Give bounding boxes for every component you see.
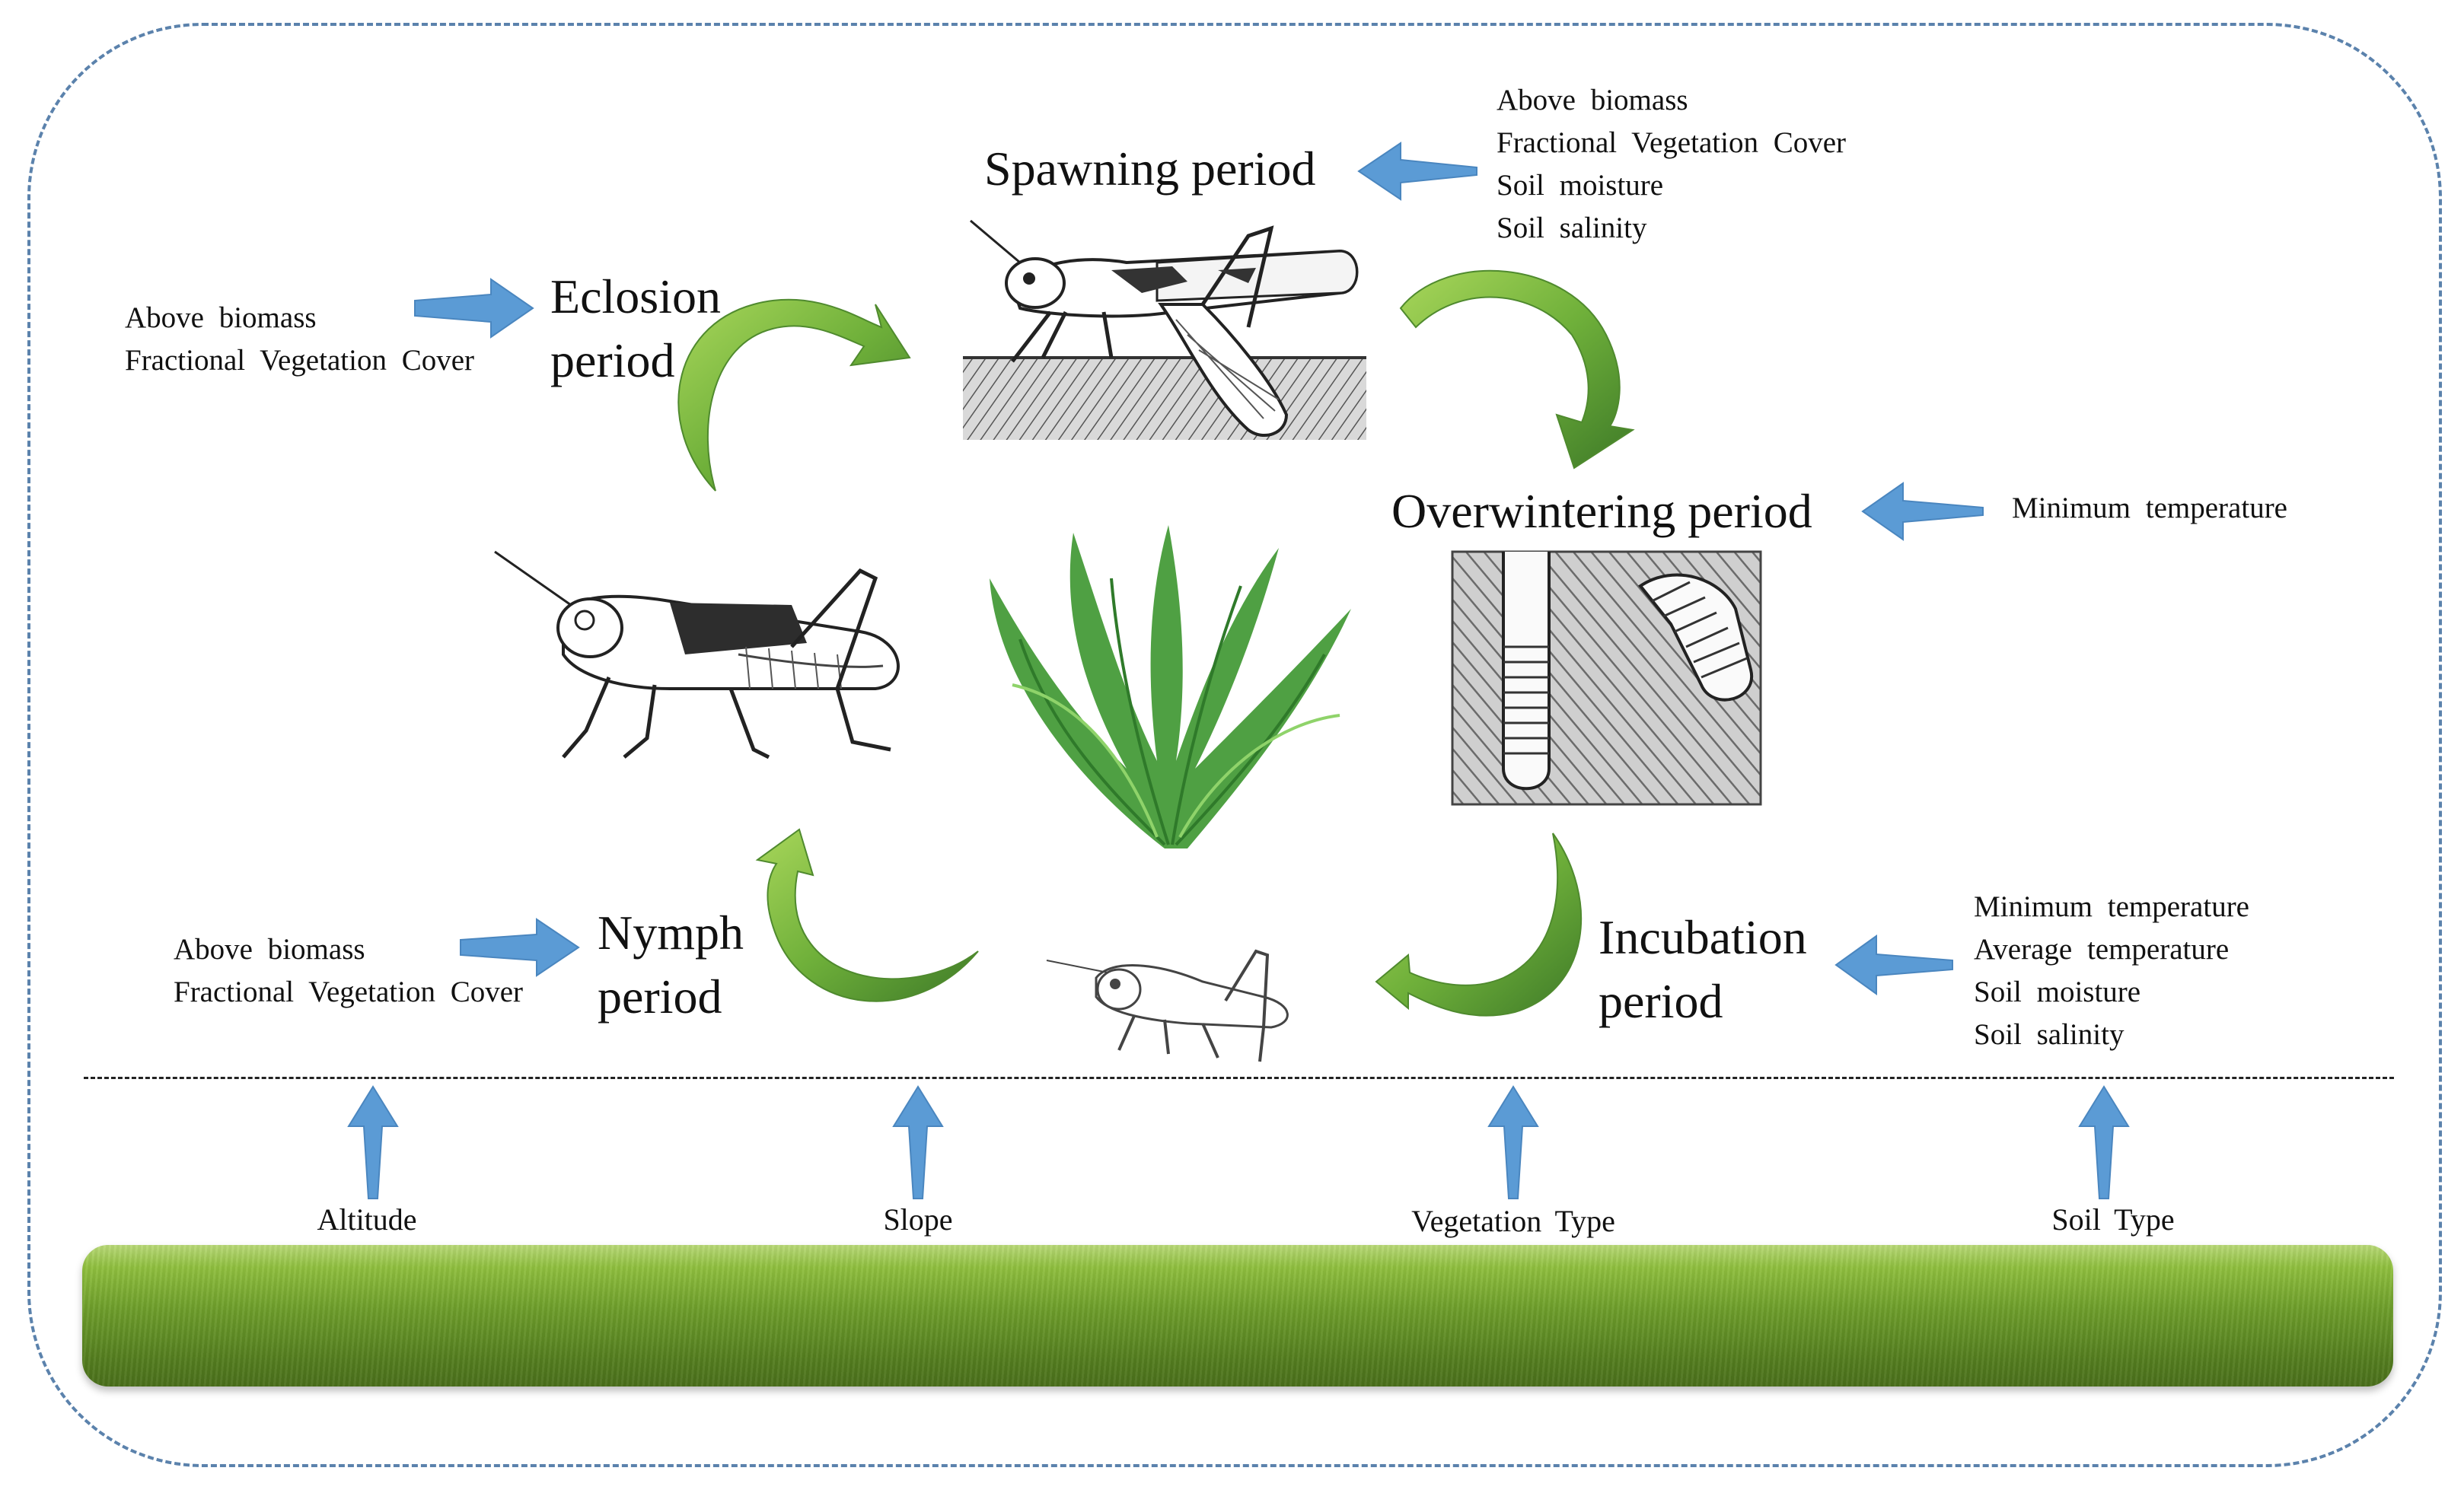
egg-pods-in-soil-icon	[1451, 550, 1762, 806]
factors-spawning: Above biomass Fractional Vegetation Cove…	[1497, 79, 1846, 250]
factor-item: Above biomass	[174, 933, 365, 966]
arrow-factors-to-spawning	[1357, 142, 1477, 201]
factor-item: Minimum temperature	[2012, 492, 2287, 524]
factor-item: Fractional Vegetation Cover	[125, 344, 474, 377]
factor-item: Average temperature	[1974, 933, 2230, 966]
stage-incubation-period-line2: period	[1599, 974, 1723, 1028]
adult-grasshopper-spawning-icon	[963, 219, 1366, 440]
env-altitude: Altitude	[317, 1202, 417, 1237]
factor-item: Above biomass	[125, 301, 317, 334]
factors-incubation: Minimum temperature Average temperature …	[1974, 886, 2249, 1056]
factors-eclosion: Above biomass Fractional Vegetation Cove…	[125, 297, 474, 382]
env-soil-type: Soil Type	[2051, 1202, 2175, 1237]
stage-nymph-period-line1: Nymph	[598, 906, 744, 960]
arrow-factors-to-incubation	[1834, 934, 1953, 995]
arrow-slope-up	[892, 1085, 944, 1199]
factor-item: Soil salinity	[1974, 1018, 2125, 1051]
stage-eclosion-period-line1: Eclosion	[550, 269, 721, 323]
cycle-arrow-incubation-to-nymph-stage	[1375, 833, 1583, 1017]
factors-nymph: Above biomass Fractional Vegetation Cove…	[174, 928, 523, 1014]
factor-item: Minimum temperature	[1974, 890, 2249, 923]
stage-eclosion-period-line2: period	[550, 333, 675, 387]
factor-item: Fractional Vegetation Cover	[1497, 126, 1846, 159]
dashed-rounded-frame	[27, 23, 2442, 1467]
env-vegetation-type: Vegetation Type	[1411, 1204, 1615, 1238]
stage-incubation-period-line1: Incubation	[1599, 910, 1807, 964]
arrow-soil-type-up	[2078, 1085, 2130, 1199]
grass-field-image	[82, 1245, 2393, 1387]
factors-overwintering: Minimum temperature	[2012, 487, 2287, 530]
grass-tuft-icon	[990, 525, 1351, 848]
arrow-factors-to-overwintering	[1861, 482, 1984, 541]
cycle-arrow-spawning-to-overwintering	[1399, 269, 1635, 470]
nymph-grasshopper-icon	[1046, 949, 1289, 1062]
dashed-divider	[84, 1077, 2394, 1079]
factor-item: Fractional Vegetation Cover	[174, 976, 523, 1008]
stage-nymph-period-line2: period	[598, 969, 722, 1024]
factor-item: Above biomass	[1497, 84, 1688, 116]
factor-item: Soil moisture	[1497, 169, 1664, 202]
adult-grasshopper-icon	[494, 550, 900, 759]
cycle-arrow-nymph-to-adult	[755, 828, 979, 1002]
stage-overwintering-period: Overwintering period	[1391, 484, 1812, 538]
env-slope: Slope	[883, 1202, 953, 1237]
arrow-vegetation-type-up	[1487, 1085, 1539, 1199]
cycle-arrow-eclosion-to-spawning	[677, 298, 911, 492]
factor-item: Soil salinity	[1497, 212, 1647, 244]
arrow-factors-to-nymph	[460, 918, 580, 977]
stage-spawning-period: Spawning period	[984, 142, 1316, 196]
arrow-altitude-up	[347, 1085, 399, 1199]
arrow-factors-to-eclosion	[414, 278, 534, 339]
factor-item: Soil moisture	[1974, 976, 2141, 1008]
